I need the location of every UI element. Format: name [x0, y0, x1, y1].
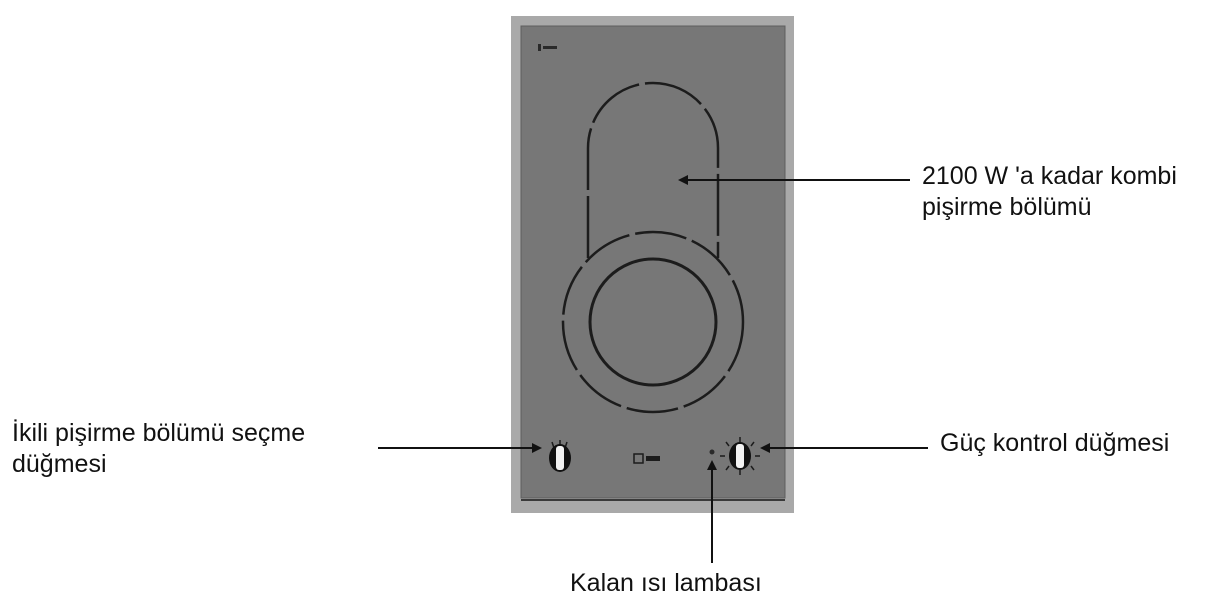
dual-zone-selector-label: İkili pişirme bölümü seçme düğmesi	[12, 418, 305, 480]
inner-zone-ring	[588, 257, 718, 387]
knob-tick-marks	[720, 437, 760, 475]
power-control-label-text: Güç kontrol düğmesi	[940, 429, 1170, 457]
residual-heat-lamp-label: Kalan ısı lambası	[570, 568, 762, 599]
extended-zone-outline	[586, 81, 720, 258]
model-mark-icon	[538, 44, 557, 51]
outer-zone-ring	[561, 230, 745, 414]
cooking-zone-label-line-2: pişirme bölümü	[922, 193, 1092, 221]
cooking-zone-label-line-1: 2100 W 'a kadar kombi	[922, 162, 1177, 190]
power-control-knob[interactable]	[720, 437, 760, 475]
residual-heat-lamp	[709, 449, 715, 455]
dual-zone-selector-label-line-2: düğmesi	[12, 450, 107, 478]
rotary-knob-icon	[549, 444, 571, 472]
dual-zone-selector-knob[interactable]	[549, 440, 571, 472]
rotary-knob-icon	[729, 442, 751, 470]
residual-heat-lamp-label-text: Kalan ısı lambası	[570, 569, 762, 597]
brand-logo-icon	[633, 453, 660, 464]
dual-zone-selector-label-line-1: İkili pişirme bölümü seçme	[12, 419, 306, 447]
cooktop-glass	[520, 25, 786, 499]
cooking-zone-label: 2100 W 'a kadar kombi pişirme bölümü	[922, 161, 1177, 223]
power-control-label: Güç kontrol düğmesi	[940, 428, 1169, 459]
